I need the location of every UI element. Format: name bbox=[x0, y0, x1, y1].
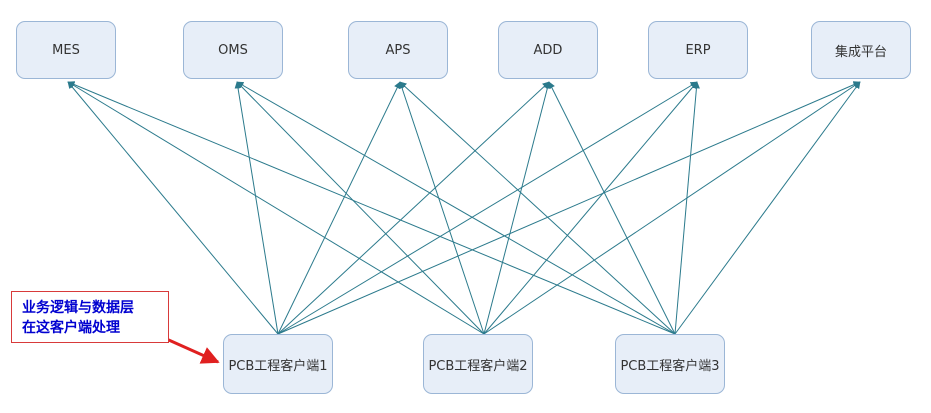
annotation-note: 业务逻辑与数据层 在这客户端处理 bbox=[11, 291, 169, 343]
system-node-oms[interactable]: OMS bbox=[183, 21, 283, 79]
connector-client1-to-erp bbox=[277, 81, 698, 335]
connector-client2-to-oms bbox=[236, 81, 485, 335]
connector-client1-to-oms bbox=[234, 81, 279, 335]
connector-client3-to-add bbox=[548, 81, 676, 335]
note-line-1: 业务逻辑与数据层 bbox=[22, 300, 134, 316]
system-node-erp[interactable]: ERP bbox=[648, 21, 748, 79]
connector-client1-to-add bbox=[277, 81, 550, 335]
system-label: 集成平台 bbox=[834, 44, 887, 60]
client-node-2[interactable]: PCB工程客户端2 bbox=[423, 334, 533, 394]
note-pointer-arrow bbox=[161, 335, 220, 364]
system-label: MES bbox=[52, 42, 80, 58]
connector-client2-to-integration bbox=[483, 81, 861, 335]
client-label: PCB工程客户端3 bbox=[620, 358, 720, 374]
system-node-aps[interactable]: APS bbox=[348, 21, 448, 79]
connector-client3-to-oms bbox=[236, 81, 676, 335]
system-node-add[interactable]: ADD bbox=[498, 21, 598, 79]
system-label: APS bbox=[385, 42, 411, 58]
connector-client2-to-add bbox=[483, 81, 551, 335]
client-label: PCB工程客户端2 bbox=[428, 358, 528, 374]
connector-client1-to-aps bbox=[277, 81, 401, 335]
system-node-integration-platform[interactable]: 集成平台 bbox=[811, 21, 911, 79]
system-label: ADD bbox=[533, 42, 563, 58]
client-node-1[interactable]: PCB工程客户端1 bbox=[223, 334, 333, 394]
connector-client3-to-aps bbox=[399, 81, 676, 335]
connector-client2-to-aps bbox=[398, 81, 485, 335]
system-node-mes[interactable]: MES bbox=[16, 21, 116, 79]
system-label: OMS bbox=[218, 42, 248, 58]
connector-client2-to-mes bbox=[67, 81, 485, 335]
connector-client3-to-mes bbox=[67, 81, 676, 335]
connector-client3-to-integration bbox=[674, 81, 861, 335]
note-line-2: 在这客户端处理 bbox=[22, 320, 120, 336]
client-label: PCB工程客户端1 bbox=[228, 358, 328, 374]
connector-client3-to-erp bbox=[674, 81, 700, 335]
connector-client1-to-integration bbox=[277, 81, 861, 335]
connector-client1-to-mes bbox=[67, 81, 279, 335]
system-label: ERP bbox=[685, 42, 711, 58]
connector-client2-to-erp bbox=[483, 81, 698, 335]
client-node-3[interactable]: PCB工程客户端3 bbox=[615, 334, 725, 394]
